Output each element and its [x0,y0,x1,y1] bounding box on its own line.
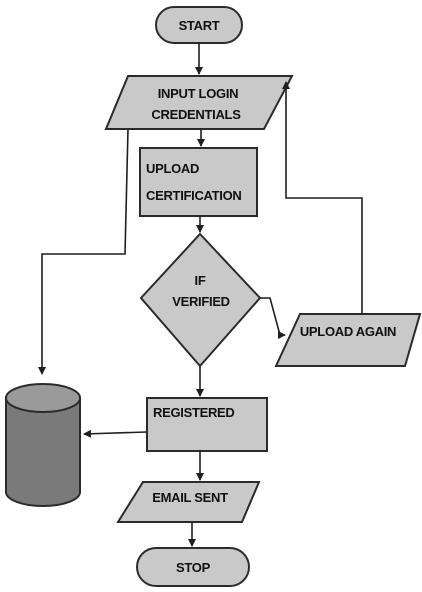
arrow-input-to-database [38,128,129,375]
decision-label-line1: IF [195,273,206,288]
upload-certification-label-line2: CERTIFICATION [146,188,242,203]
arrow-registered-to-database [83,429,148,438]
database-cylinder [5,383,81,507]
stop-label: STOP [176,560,211,575]
input-credentials-label-line2: CREDENTIALS [151,107,241,122]
decision-label-line2: VERIFIED [172,294,230,309]
arrow-upload-again-loop [282,81,363,314]
input-credentials-parallelogram [104,75,294,130]
registered-label: REGISTERED [153,405,235,420]
email-sent-parallelogram [116,481,261,523]
arrow-decision-to-upload-again [260,297,286,339]
stop-terminator [136,547,250,587]
upload-certification-label-line1: UPLOAD [146,161,199,176]
upload-again-parallelogram [274,313,422,367]
upload-certification-box [139,147,258,217]
upload-again-label: UPLOAD AGAIN [300,324,396,339]
email-sent-label: EMAIL SENT [152,490,228,505]
registered-box [146,397,268,452]
input-credentials-label-line1: INPUT LOGIN [158,86,238,101]
start-label: START [179,18,220,33]
